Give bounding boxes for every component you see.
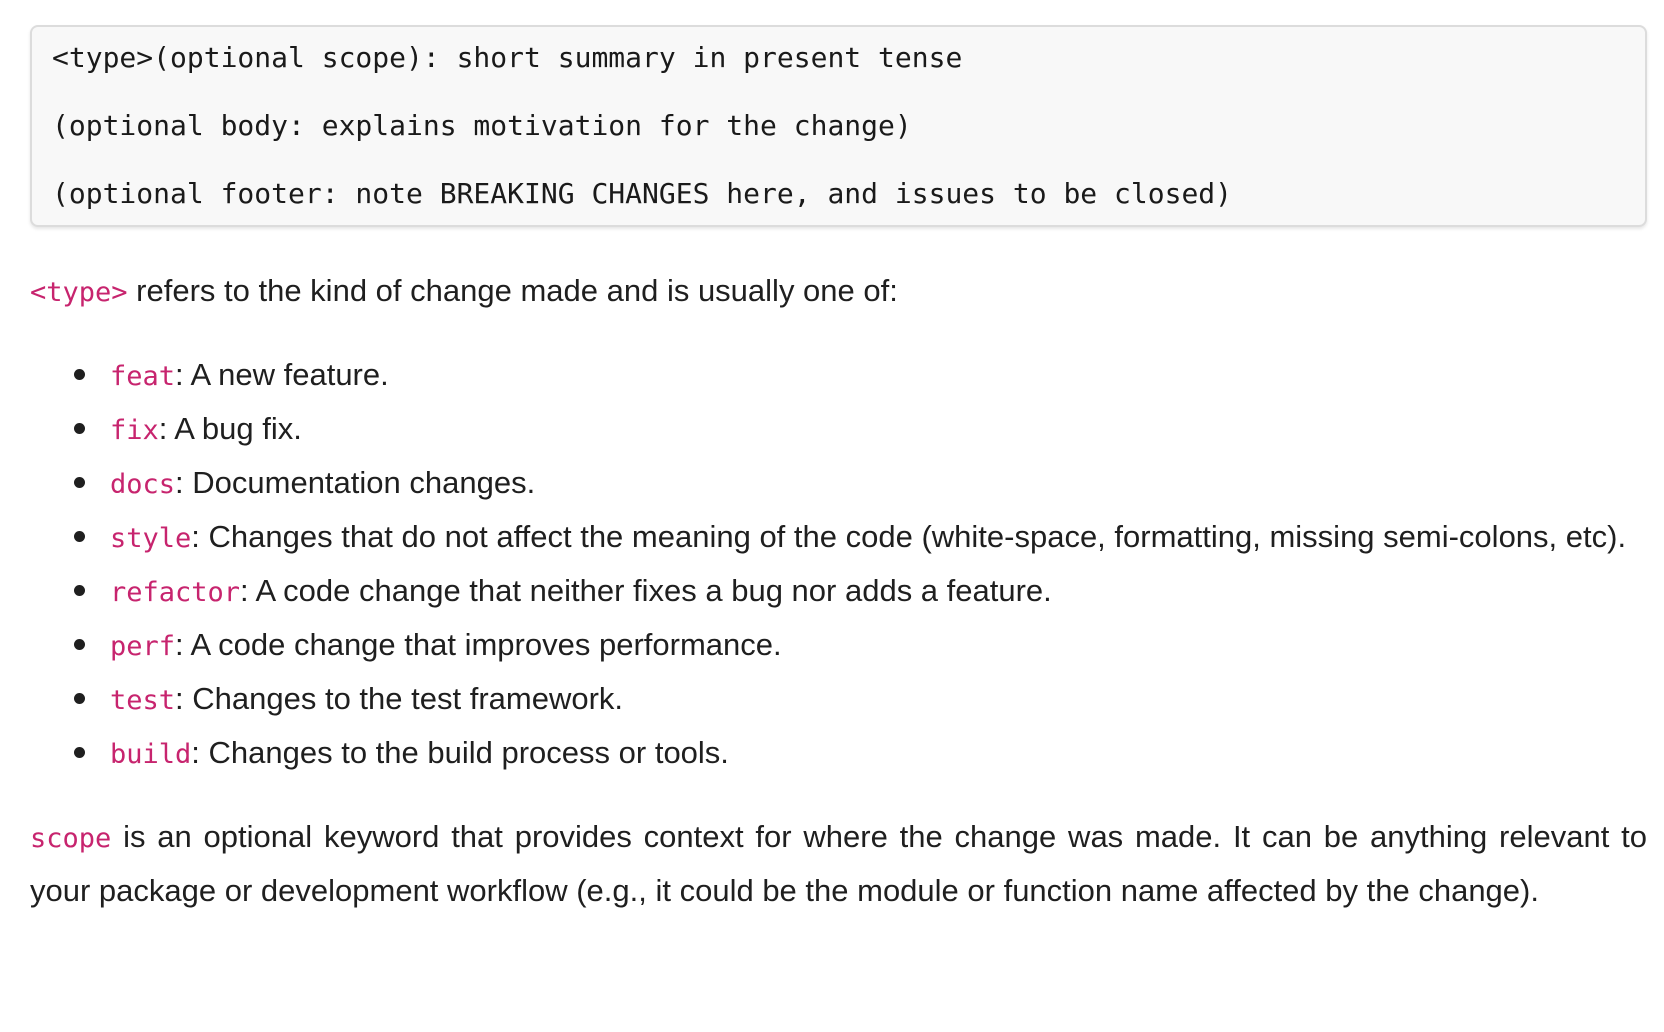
document: <type>(optional scope): short summary in… bbox=[30, 25, 1647, 917]
bullet-icon bbox=[74, 747, 85, 758]
bullet-icon bbox=[74, 531, 85, 542]
type-description: : A code change that neither fixes a bug… bbox=[240, 573, 1052, 608]
code-line-footer: (optional footer: note BREAKING CHANGES … bbox=[52, 177, 1233, 210]
type-code: test bbox=[110, 685, 176, 716]
bullet-icon bbox=[74, 477, 85, 488]
type-inline-code: <type> bbox=[30, 277, 128, 308]
list-item-perf: perf: A code change that improves perfor… bbox=[74, 619, 1647, 673]
scope-inline-code: scope bbox=[30, 823, 112, 854]
list-item-refactor: refactor: A code change that neither fix… bbox=[74, 565, 1647, 619]
list-item-feat: feat: A new feature. bbox=[74, 349, 1647, 403]
bullet-icon bbox=[74, 693, 85, 704]
type-list: feat: A new feature. fix: A bug fix. doc… bbox=[30, 349, 1647, 781]
code-line-body: (optional body: explains motivation for … bbox=[52, 109, 912, 142]
type-intro-text: refers to the kind of change made and is… bbox=[127, 273, 898, 308]
type-description: : Changes that do not affect the meaning… bbox=[191, 519, 1627, 554]
type-code: build bbox=[110, 739, 192, 770]
type-description: : A bug fix. bbox=[158, 411, 302, 446]
type-description: : A code change that improves performanc… bbox=[175, 627, 782, 662]
bullet-icon bbox=[74, 639, 85, 650]
commit-format-code-block: <type>(optional scope): short summary in… bbox=[30, 25, 1647, 227]
bullet-icon bbox=[74, 585, 85, 596]
scope-paragraph: scope is an optional keyword that provid… bbox=[30, 811, 1647, 917]
list-item-docs: docs: Documentation changes. bbox=[74, 457, 1647, 511]
list-item-fix: fix: A bug fix. bbox=[74, 403, 1647, 457]
type-intro-paragraph: <type> refers to the kind of change made… bbox=[30, 265, 1647, 319]
list-item-style: style: Changes that do not affect the me… bbox=[74, 511, 1647, 565]
type-code: fix bbox=[110, 415, 159, 446]
type-description: : Documentation changes. bbox=[175, 465, 536, 500]
type-description: : Changes to the test framework. bbox=[175, 681, 624, 716]
type-description: : Changes to the build process or tools. bbox=[191, 735, 729, 770]
bullet-icon bbox=[74, 369, 85, 380]
list-item-test: test: Changes to the test framework. bbox=[74, 673, 1647, 727]
code-line-header: <type>(optional scope): short summary in… bbox=[52, 41, 963, 74]
list-item-build: build: Changes to the build process or t… bbox=[74, 727, 1647, 781]
type-code: feat bbox=[110, 361, 176, 392]
type-description: : A new feature. bbox=[175, 357, 389, 392]
scope-description: is an optional keyword that provides con… bbox=[30, 819, 1647, 908]
type-code: style bbox=[110, 523, 192, 554]
type-code: refactor bbox=[110, 577, 241, 608]
type-code: perf bbox=[110, 631, 176, 662]
bullet-icon bbox=[74, 423, 85, 434]
type-code: docs bbox=[110, 469, 176, 500]
